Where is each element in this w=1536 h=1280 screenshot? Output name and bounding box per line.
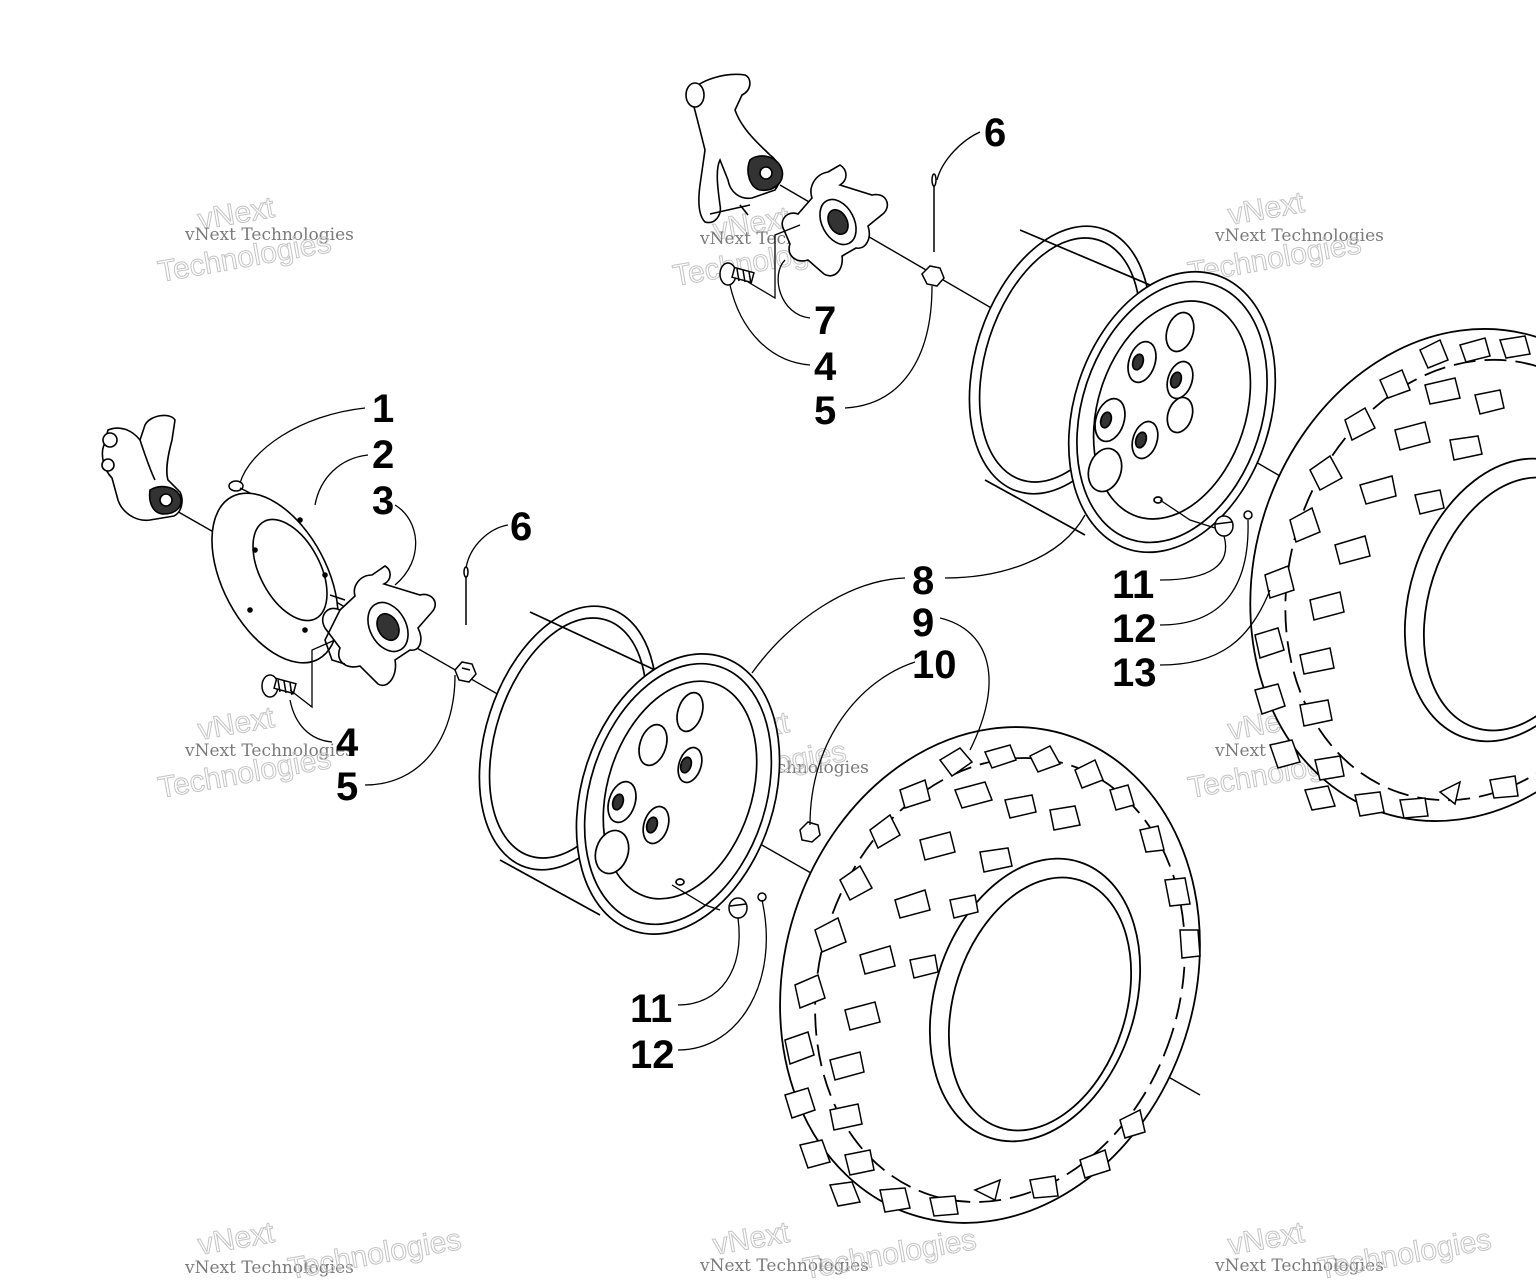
callout-numbers: 1 2 3 4 5 6 6 7 4 5 8 9 10 11 12 11 12 1… xyxy=(336,111,1157,1077)
valve-stem-icon xyxy=(1214,510,1253,537)
leader-7 xyxy=(777,259,811,319)
svg-text:vNext Technologies: vNext Technologies xyxy=(184,1258,354,1278)
tread-blocks xyxy=(1254,335,1531,819)
callout-6-lower: 6 xyxy=(510,505,532,549)
svg-text:vNext: vNext xyxy=(1225,186,1307,232)
leader-12a xyxy=(677,899,767,1051)
cotter-pin-icon xyxy=(931,173,937,252)
atv-tire-icon xyxy=(779,726,1201,1224)
leader-8-upper xyxy=(944,514,1086,579)
wheel-hub-icon xyxy=(321,565,436,687)
leader-valve-lower xyxy=(671,884,721,911)
callout-8: 8 xyxy=(912,559,934,603)
leader-5a xyxy=(364,674,456,786)
leader-12b xyxy=(1159,519,1249,626)
leader-4b xyxy=(729,284,811,366)
svg-text:vNext Technologies: vNext Technologies xyxy=(1214,226,1384,246)
leader-valve-upper xyxy=(1159,499,1216,529)
leader-8-lower xyxy=(751,577,906,674)
watermark: vNext vNext Technologies Technologies xyxy=(184,1215,464,1280)
callout-7: 7 xyxy=(814,299,836,343)
callout-3: 3 xyxy=(372,479,394,523)
leader-2 xyxy=(314,454,369,506)
leader-11b xyxy=(1159,535,1227,581)
callout-11-lower: 11 xyxy=(630,987,672,1031)
watermark: vNext vNext Technologies Technologies xyxy=(699,1215,979,1280)
svg-text:vNext Technologies: vNext Technologies xyxy=(1214,1256,1384,1276)
svg-text:vNext: vNext xyxy=(710,1216,792,1262)
watermark: vNext vNext Technologies Technologies xyxy=(155,700,354,805)
wheel-stud-icon xyxy=(261,674,297,698)
leader-6a xyxy=(465,524,509,569)
lug-nut-icon xyxy=(799,821,821,843)
wheel-rim-icon xyxy=(478,605,781,935)
leader-13 xyxy=(1159,589,1271,666)
callout-5-upper: 5 xyxy=(814,389,836,433)
leader-10 xyxy=(809,661,916,826)
steering-knuckle-icon xyxy=(101,414,183,522)
callout-9: 9 xyxy=(912,601,934,645)
callout-13: 13 xyxy=(1112,651,1157,695)
svg-text:vNext: vNext xyxy=(195,1216,277,1262)
svg-text:vNext Technologies: vNext Technologies xyxy=(184,741,354,761)
leader-6b xyxy=(936,131,981,181)
steering-knuckle-icon xyxy=(685,73,784,224)
leader-9 xyxy=(939,617,990,751)
leader-11a xyxy=(677,917,740,1006)
callout-12-lower: 12 xyxy=(630,1033,675,1077)
svg-text:vNext: vNext xyxy=(195,701,277,747)
leader-lines xyxy=(239,131,1271,1051)
wheel-stud-icon xyxy=(719,262,755,286)
tread-blocks xyxy=(784,744,1201,1217)
leader-4a xyxy=(289,699,333,743)
wheel-rim-icon xyxy=(968,225,1277,554)
callout-10: 10 xyxy=(912,643,957,687)
svg-text:vNext Technologies: vNext Technologies xyxy=(699,1256,869,1276)
callout-11-upper: 11 xyxy=(1112,563,1154,607)
callout-5-lower: 5 xyxy=(336,765,358,809)
callout-6-upper: 6 xyxy=(984,111,1006,155)
callout-2: 2 xyxy=(372,433,394,477)
callout-4-lower: 4 xyxy=(336,721,359,765)
wheel-hub-icon xyxy=(781,164,889,277)
leader-1 xyxy=(239,407,366,484)
cotter-pin-icon xyxy=(463,566,469,625)
leader-3 xyxy=(394,504,417,586)
callout-12-upper: 12 xyxy=(1112,607,1157,651)
svg-text:Technologies: Technologies xyxy=(1315,1223,1493,1280)
castle-nut-icon xyxy=(454,661,477,683)
svg-text:Technologies: Technologies xyxy=(800,1223,978,1280)
watermark: vNext vNext Technologies Technologies xyxy=(1214,1215,1494,1280)
svg-text:vNext: vNext xyxy=(1225,1216,1307,1262)
atv-tire-icon xyxy=(1249,328,1536,822)
svg-text:vNext Technologies: vNext Technologies xyxy=(184,225,354,245)
bolt-icon xyxy=(228,480,253,495)
watermark: vNext vNext Technologies Technologies xyxy=(155,190,354,289)
leader-stud-bracket xyxy=(289,639,336,709)
leader-5b xyxy=(844,285,933,409)
callout-1: 1 xyxy=(372,387,394,431)
svg-text:Technologies: Technologies xyxy=(285,1223,463,1280)
brake-disc-icon xyxy=(211,492,339,664)
valve-stem-icon xyxy=(728,892,767,919)
castle-nut-icon xyxy=(921,265,945,287)
leader-stud-bracket-upper xyxy=(747,224,801,300)
callout-4-upper: 4 xyxy=(814,345,837,389)
